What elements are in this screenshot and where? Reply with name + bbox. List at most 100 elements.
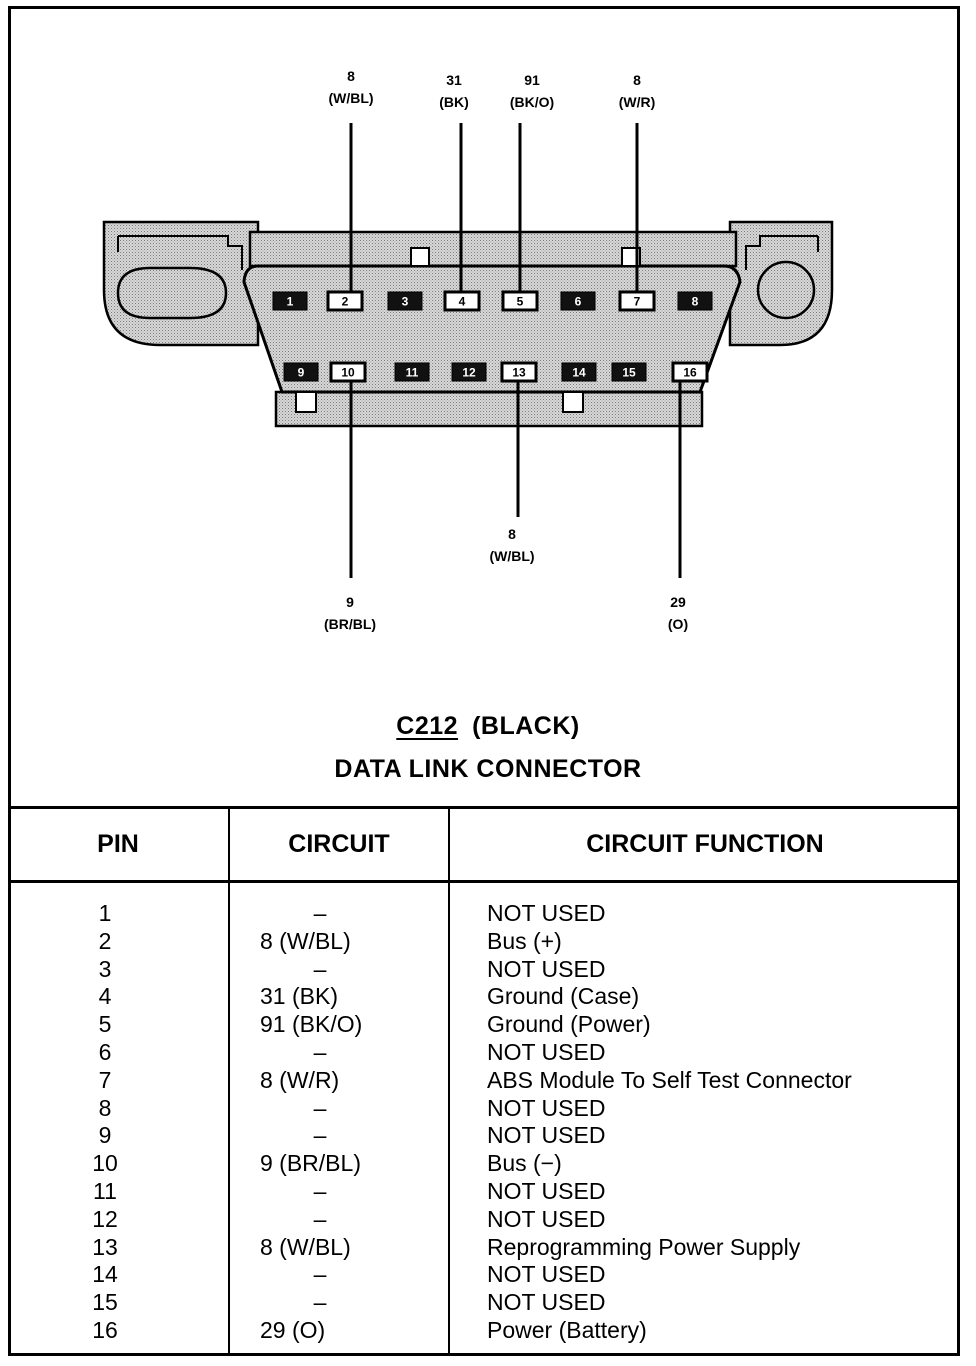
wire-label-pin16-color: (O) bbox=[668, 616, 688, 632]
row-pin: 1 bbox=[98, 900, 112, 926]
pin-2: 2 bbox=[326, 290, 364, 312]
wire-label-pin16-circuit: 29 bbox=[670, 594, 686, 610]
pin-8-cavity bbox=[677, 291, 713, 311]
row-circuit-value: – bbox=[313, 1122, 327, 1149]
header-pin: PIN bbox=[97, 830, 139, 858]
bottom-key-left bbox=[295, 391, 317, 413]
row-pin: 6 bbox=[98, 1038, 112, 1065]
row-pin: 13 bbox=[92, 1233, 118, 1260]
wire-label-pin5-color: (BK/O) bbox=[510, 94, 554, 110]
pin-6-number: 6 bbox=[575, 295, 582, 309]
pin-16-number: 16 bbox=[683, 366, 697, 380]
row-function: NOT USED bbox=[487, 1094, 606, 1121]
row-function: NOT USED bbox=[487, 1122, 606, 1149]
pin-15-number: 15 bbox=[622, 366, 636, 380]
row-circuit-value: – bbox=[313, 1094, 327, 1121]
wire-label-pin7-circuit: 8 bbox=[633, 72, 641, 88]
diagram-frame bbox=[8, 6, 960, 1356]
row-pin: 7 bbox=[98, 1066, 112, 1093]
pin-1-cavity bbox=[272, 291, 308, 311]
pin-12-cavity bbox=[451, 362, 487, 382]
row-pin: 4 bbox=[98, 983, 112, 1010]
wire-label-pin4-color: (BK) bbox=[439, 94, 469, 110]
row-circuit-value: – bbox=[313, 1289, 327, 1316]
header-function: CIRCUIT FUNCTION bbox=[586, 830, 824, 858]
wire-label-pin7-color: (W/R) bbox=[619, 94, 656, 110]
row-function: NOT USED bbox=[487, 1261, 606, 1288]
row-circuit-value: 29 (O) bbox=[260, 1316, 326, 1343]
wire-label-pin5-circuit: 91 bbox=[524, 72, 540, 88]
pin-7-cavity bbox=[618, 290, 656, 312]
row-function: Power (Battery) bbox=[487, 1316, 647, 1343]
row-function: Bus (+) bbox=[487, 927, 562, 954]
pin-6-cavity bbox=[560, 291, 596, 311]
top-key-left bbox=[410, 247, 430, 267]
row-circuit-value: – bbox=[313, 900, 327, 926]
pin-16-cavity bbox=[671, 361, 709, 383]
wire-leads bbox=[349, 123, 682, 578]
connector-housing bbox=[102, 220, 834, 428]
row-pin: 8 bbox=[98, 1094, 112, 1121]
row-circuit: 8 (W/BL) bbox=[260, 1234, 440, 1262]
row-pin: 10 bbox=[92, 1150, 118, 1177]
pin-16: 16 bbox=[671, 361, 709, 383]
row-function: NOT USED bbox=[487, 1038, 606, 1065]
pin-7-number: 7 bbox=[634, 295, 641, 309]
row-circuit: – bbox=[260, 1206, 440, 1234]
pin-4-number: 4 bbox=[459, 295, 466, 309]
pin-face bbox=[242, 264, 742, 394]
row-circuit-value: 31 (BK) bbox=[260, 983, 338, 1010]
row-circuit-value: – bbox=[313, 1177, 327, 1204]
wire-label-pin13-circuit: 8 bbox=[508, 526, 516, 542]
pin-13-number: 13 bbox=[512, 366, 526, 380]
pin-5: 5 bbox=[501, 290, 539, 312]
wire-label-pin2-color: (W/BL) bbox=[328, 90, 373, 106]
row-circuit-value: 9 (BR/BL) bbox=[260, 1150, 361, 1177]
pin-5-cavity bbox=[501, 290, 539, 312]
circuit-column: –8 (W/BL)–31 (BK)91 (BK/O)–8 (W/R)––9 (B… bbox=[260, 900, 440, 1345]
connector-color: (BLACK) bbox=[472, 712, 580, 740]
row-pin: 5 bbox=[98, 1011, 112, 1038]
row-circuit-value: – bbox=[313, 1261, 327, 1288]
wire-label-pin10-color: (BR/BL) bbox=[324, 616, 376, 632]
row-circuit: – bbox=[260, 1095, 440, 1123]
wire-labels: 8 (W/BL) 31 (BK) 91 (BK/O) 8 (W/R) 8 (W/… bbox=[324, 68, 688, 632]
row-pin: 12 bbox=[92, 1205, 118, 1232]
pin-3-cavity bbox=[387, 291, 423, 311]
pin-11: 11 bbox=[394, 362, 430, 382]
row-circuit-value: 91 (BK/O) bbox=[260, 1011, 363, 1038]
row-circuit: 9 (BR/BL) bbox=[260, 1150, 440, 1178]
row-circuit: – bbox=[260, 1261, 440, 1289]
table-top-border bbox=[8, 806, 960, 809]
row-circuit: – bbox=[260, 956, 440, 984]
row-function: NOT USED bbox=[487, 955, 606, 982]
pin-8-number: 8 bbox=[692, 295, 699, 309]
column-divider-2 bbox=[448, 808, 450, 1356]
row-circuit-value: 8 (W/R) bbox=[260, 1066, 340, 1093]
row-function: NOT USED bbox=[487, 1205, 606, 1232]
row-pin: 15 bbox=[92, 1289, 118, 1316]
row-function: ABS Module To Self Test Connector bbox=[487, 1066, 852, 1093]
pin-14-number: 14 bbox=[572, 366, 586, 380]
row-circuit: – bbox=[260, 1122, 440, 1150]
bottom-key-right bbox=[562, 391, 584, 413]
pin-9-cavity bbox=[283, 362, 319, 382]
right-mounting-hole bbox=[756, 260, 816, 320]
row-circuit-value: – bbox=[313, 955, 327, 982]
row-circuit-value: – bbox=[313, 1038, 327, 1065]
pin-15-cavity bbox=[611, 362, 647, 382]
connector-id: C212 bbox=[396, 712, 459, 740]
pin-2-cavity bbox=[326, 290, 364, 312]
row-circuit-value: 8 (W/BL) bbox=[260, 927, 351, 954]
pin-8: 8 bbox=[677, 291, 713, 311]
row-circuit: 8 (W/BL) bbox=[260, 928, 440, 956]
pin-14-cavity bbox=[561, 362, 597, 382]
pin-1: 1 bbox=[272, 291, 308, 311]
pin-9: 9 bbox=[283, 362, 319, 382]
row-function: Reprogramming Power Supply bbox=[487, 1233, 801, 1260]
pin-6: 6 bbox=[560, 291, 596, 311]
pin-4-cavity bbox=[443, 290, 481, 312]
row-function: NOT USED bbox=[487, 900, 606, 926]
